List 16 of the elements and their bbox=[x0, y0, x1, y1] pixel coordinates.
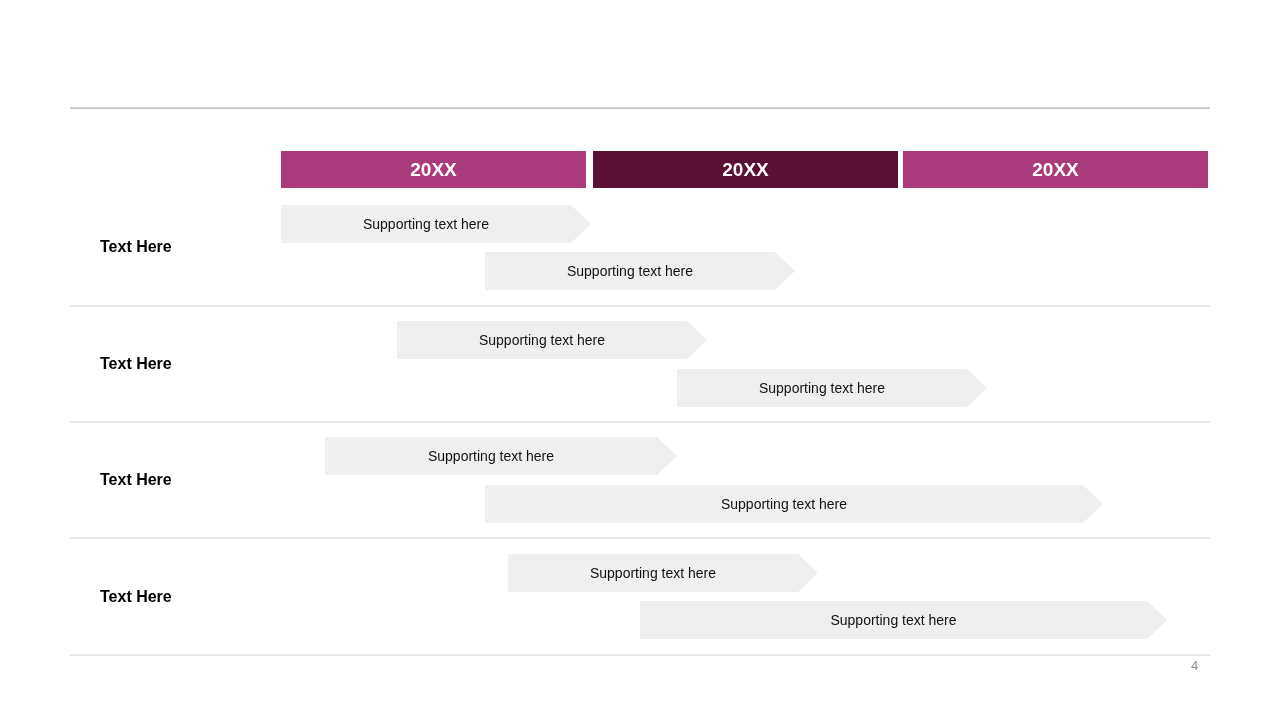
bar-label: Supporting text here bbox=[477, 331, 607, 350]
row-label: Text Here bbox=[100, 237, 172, 257]
bar-label: Supporting text here bbox=[565, 262, 695, 281]
row-label: Text Here bbox=[100, 470, 172, 490]
year-header: 20XX bbox=[281, 151, 586, 188]
year-header: 20XX bbox=[903, 151, 1208, 188]
bar-label: Supporting text here bbox=[757, 379, 887, 398]
bar-label: Supporting text here bbox=[588, 564, 718, 583]
row-label: Text Here bbox=[100, 587, 172, 607]
bar-label: Supporting text here bbox=[719, 495, 849, 514]
bar-label: Supporting text here bbox=[361, 215, 491, 234]
bar-label: Supporting text here bbox=[426, 447, 556, 466]
year-header: 20XX bbox=[593, 151, 898, 188]
bar-label: Supporting text here bbox=[829, 611, 958, 630]
row-label: Text Here bbox=[100, 354, 172, 374]
page-number: 4 bbox=[1191, 658, 1199, 674]
